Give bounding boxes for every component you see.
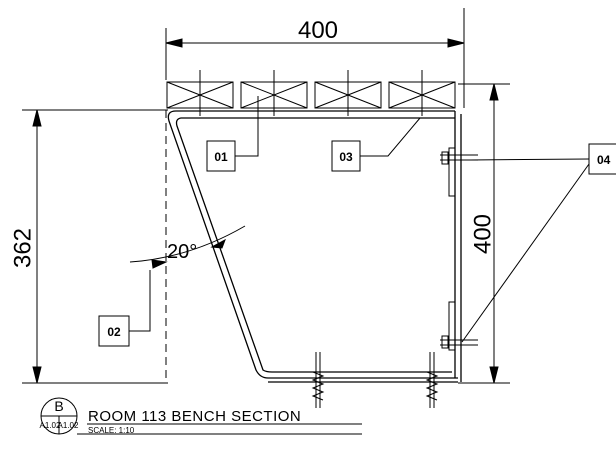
top-dimension bbox=[165, 8, 465, 108]
right-height-label: 400 bbox=[469, 214, 496, 254]
angle-label: 20° bbox=[167, 241, 197, 263]
section-marker bbox=[40, 397, 362, 435]
tag-02-label: 02 bbox=[107, 325, 121, 339]
section-marker-letter: B bbox=[54, 398, 63, 414]
wall-bracket-upper bbox=[440, 147, 478, 197]
sheet-ref-right: A1.02 bbox=[58, 421, 79, 430]
sheet-ref-left: A1.02 bbox=[40, 421, 61, 430]
drawing-title: ROOM 113 BENCH SECTION bbox=[88, 408, 301, 425]
wall-bracket-lower bbox=[440, 301, 478, 351]
tag-03-label: 03 bbox=[339, 150, 353, 164]
floor-anchors bbox=[311, 352, 439, 408]
left-dimension bbox=[22, 109, 168, 384]
tag-02 bbox=[98, 270, 151, 347]
left-height-label: 362 bbox=[9, 228, 36, 268]
tag-04 bbox=[461, 143, 616, 343]
tag-04-label: 04 bbox=[597, 153, 611, 167]
drawing-scale: SCALE: 1:10 bbox=[88, 426, 135, 435]
top-width-label: 400 bbox=[298, 17, 338, 44]
tag-01 bbox=[206, 96, 259, 172]
right-dimension bbox=[458, 83, 510, 384]
top-blocking-members bbox=[166, 70, 456, 116]
angle-dimension bbox=[129, 225, 246, 269]
tag-03 bbox=[331, 117, 421, 172]
tag-01-label: 01 bbox=[214, 150, 228, 164]
